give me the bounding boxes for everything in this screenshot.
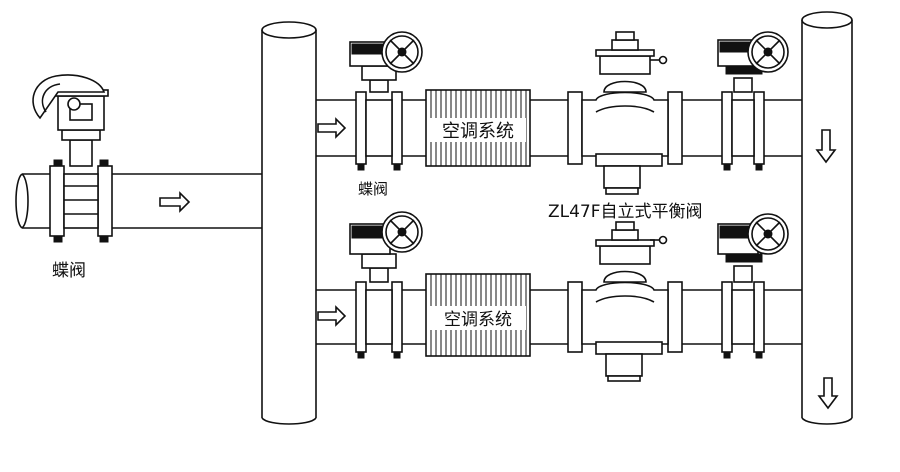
- ac-label-bg: [430, 118, 526, 142]
- butterfly-valve-upper-left: [349, 41, 403, 171]
- flow-arrow-right-icon: [159, 191, 191, 213]
- ac-label-bg: [430, 306, 526, 330]
- ac-system-label-upper: 空调系统: [442, 121, 514, 142]
- flow-arrow-right-icon: [317, 117, 347, 139]
- handwheel-actuator-icon: [381, 211, 423, 253]
- lower-branch: [316, 289, 802, 345]
- flow-arrow-down-icon: [817, 377, 839, 410]
- butterfly-valve-inlet: [49, 89, 113, 243]
- balance-valve-upper: [567, 31, 683, 195]
- butterfly-valve-label-left: 蝶阀: [52, 261, 86, 281]
- handwheel-actuator-icon: [747, 213, 789, 255]
- upper-branch: [316, 99, 802, 157]
- handwheel-actuator-icon: [747, 31, 789, 73]
- flow-arrow-down-icon: [815, 129, 837, 164]
- handwheel-actuator-icon: [32, 74, 106, 120]
- ac-system-label-lower: 空调系统: [444, 310, 512, 330]
- balance-valve-label: ZL47F自立式平衡阀: [548, 202, 703, 222]
- balance-valve-lower: [567, 221, 683, 382]
- supply-header: [261, 21, 317, 425]
- handwheel-actuator-icon: [381, 31, 423, 73]
- butterfly-valve-label-upper: 蝶阀: [358, 180, 388, 198]
- butterfly-valve-lower-right: [717, 223, 765, 359]
- return-header: [801, 11, 853, 425]
- flow-arrow-right-icon: [317, 305, 347, 327]
- inlet-pipe: [15, 173, 262, 229]
